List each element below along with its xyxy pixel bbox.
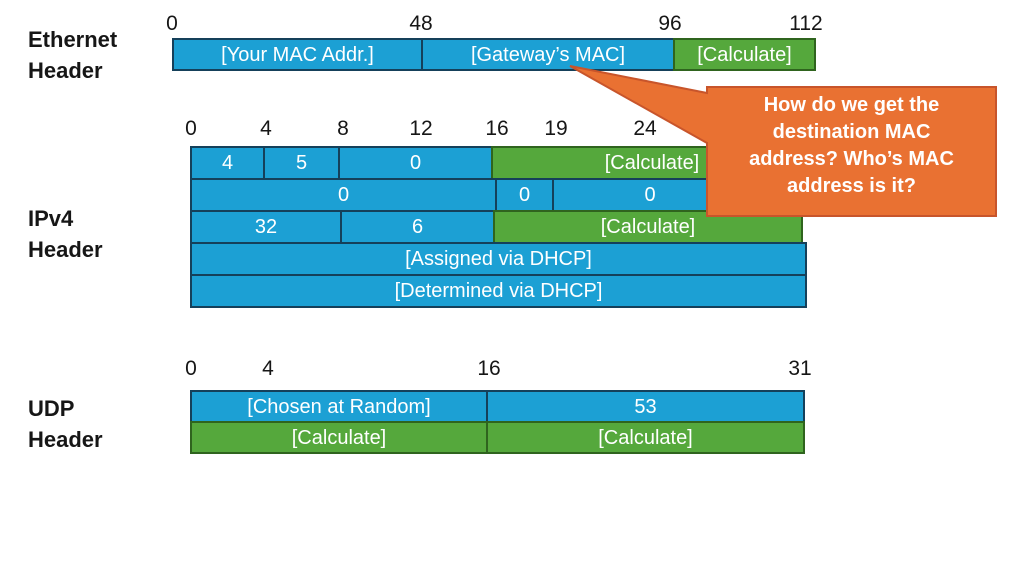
udp-bit-tick-31: 31 <box>788 357 812 380</box>
callout-line-3: address? Who’s MAC <box>749 148 954 170</box>
callout-line-2: destination MAC <box>772 121 931 143</box>
callout-question-text: How do we get the destination MAC addres… <box>707 92 996 200</box>
field-destination-port: 53 <box>486 390 805 423</box>
udp-row-1: [Chosen at Random] 53 <box>190 390 805 423</box>
field-ethertype-calculate: [Calculate] <box>673 38 816 71</box>
ipv4-row-5: [Determined via DHCP] <box>190 274 807 308</box>
ethernet-header-label: Ethernet Header <box>28 27 118 83</box>
field-checksum-calculate: [Calculate] <box>486 421 805 454</box>
ipv4-bit-tick-24: 24 <box>633 117 657 140</box>
udp-bit-tick-0: 0 <box>185 357 197 380</box>
udp-row-2: [Calculate] [Calculate] <box>190 421 805 454</box>
ipv4-bit-tick-19: 19 <box>544 117 568 140</box>
field-ttl: 32 <box>190 210 342 244</box>
field-source-mac: [Your MAC Addr.] <box>172 38 423 71</box>
field-length-calculate: [Calculate] <box>190 421 488 454</box>
ethernet-bit-tick-112: 112 <box>789 12 823 35</box>
field-destination-ip: [Determined via DHCP] <box>190 274 807 308</box>
ipv4-row-3: 32 6 [Calculate] <box>190 210 807 244</box>
field-identification: 0 <box>190 178 497 212</box>
ethernet-row: [Your MAC Addr.] [Gateway’s MAC] [Calcul… <box>172 38 816 71</box>
field-source-port: [Chosen at Random] <box>190 390 488 423</box>
field-flags: 0 <box>495 178 554 212</box>
udp-bit-tick-16: 16 <box>477 357 501 380</box>
callout-line-4: address is it? <box>787 175 916 197</box>
field-header-checksum-calculate: [Calculate] <box>493 210 803 244</box>
field-destination-mac: [Gateway’s MAC] <box>421 38 675 71</box>
ipv4-bit-tick-12: 12 <box>409 117 433 140</box>
ethernet-bit-tick-48: 48 <box>409 12 433 35</box>
ipv4-bit-tick-4: 4 <box>260 117 272 140</box>
udp-bit-tick-4: 4 <box>262 357 274 380</box>
ethernet-bit-tick-0: 0 <box>166 12 178 35</box>
callout-line-1: How do we get the <box>763 94 940 116</box>
field-version: 4 <box>190 146 265 180</box>
ipv4-header-label: IPv4 Header <box>28 206 103 262</box>
ipv4-bit-tick-0: 0 <box>185 117 197 140</box>
ethernet-bit-tick-96: 96 <box>658 12 682 35</box>
ipv4-bit-tick-8: 8 <box>337 117 349 140</box>
ethernet-header-table: [Your MAC Addr.] [Gateway’s MAC] [Calcul… <box>172 38 816 71</box>
udp-header-label: UDP Header <box>28 396 103 452</box>
ipv4-row-4: [Assigned via DHCP] <box>190 242 807 276</box>
field-ihl: 5 <box>263 146 340 180</box>
field-source-ip: [Assigned via DHCP] <box>190 242 807 276</box>
udp-header-table: [Chosen at Random] 53 [Calculate] [Calcu… <box>190 390 805 454</box>
field-protocol: 6 <box>340 210 495 244</box>
field-tos: 0 <box>338 146 493 180</box>
ipv4-bit-tick-16: 16 <box>485 117 509 140</box>
